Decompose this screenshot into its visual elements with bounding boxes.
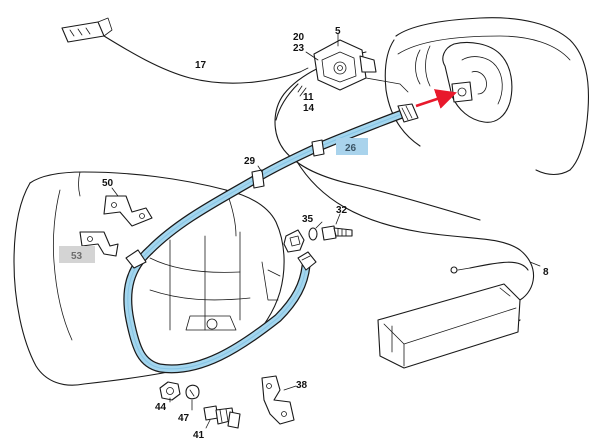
callout-35[interactable]: 35 xyxy=(302,214,314,225)
transmission-housing xyxy=(13,171,285,386)
bracket-53 xyxy=(79,231,119,257)
cable-end-nut-top xyxy=(397,103,419,123)
callout-labels: 5 20 23 17 11 14 26 29 50 32 35 53 8 38 … xyxy=(71,26,549,441)
bracket-tray xyxy=(377,283,521,369)
cable-end-fitting-bottom xyxy=(297,251,317,271)
callout-14[interactable]: 14 xyxy=(303,103,315,114)
callout-11[interactable]: 11 xyxy=(303,92,314,103)
callout-41[interactable]: 41 xyxy=(193,430,205,441)
connector-plug xyxy=(61,21,105,43)
callout-26-highlight xyxy=(336,138,368,155)
wire-17 xyxy=(61,17,309,121)
washer-47 xyxy=(185,384,200,400)
cable-ferrule-upper xyxy=(311,139,325,157)
callout-20[interactable]: 20 xyxy=(293,32,305,43)
bracket-50 xyxy=(103,195,153,227)
callout-32[interactable]: 32 xyxy=(336,205,348,216)
callout-47[interactable]: 47 xyxy=(178,413,190,424)
callout-53-highlight xyxy=(59,246,95,263)
cable-ferrule-middle xyxy=(251,169,265,189)
callout-29[interactable]: 29 xyxy=(244,156,256,167)
bolt-32 xyxy=(308,225,353,241)
bracket-38 xyxy=(261,375,295,425)
nut-44 xyxy=(159,381,181,401)
callout-44[interactable]: 44 xyxy=(155,402,167,413)
red-arrow xyxy=(415,89,457,109)
bolt-41 xyxy=(203,405,241,429)
callout-38[interactable]: 38 xyxy=(296,380,308,391)
cable-ferrule-lower xyxy=(125,249,147,269)
sensor-5 xyxy=(313,39,409,93)
callout-53[interactable]: 53 xyxy=(71,251,83,262)
callout-23[interactable]: 23 xyxy=(293,43,305,54)
engine-block-outline xyxy=(274,17,589,221)
callout-50[interactable]: 50 xyxy=(102,178,114,189)
speedometer-cable xyxy=(123,103,419,374)
clip-35 xyxy=(283,229,305,253)
callout-8[interactable]: 8 xyxy=(543,267,549,278)
callout-17[interactable]: 17 xyxy=(195,60,207,71)
callout-26[interactable]: 26 xyxy=(345,143,357,154)
callout-5[interactable]: 5 xyxy=(335,26,341,37)
